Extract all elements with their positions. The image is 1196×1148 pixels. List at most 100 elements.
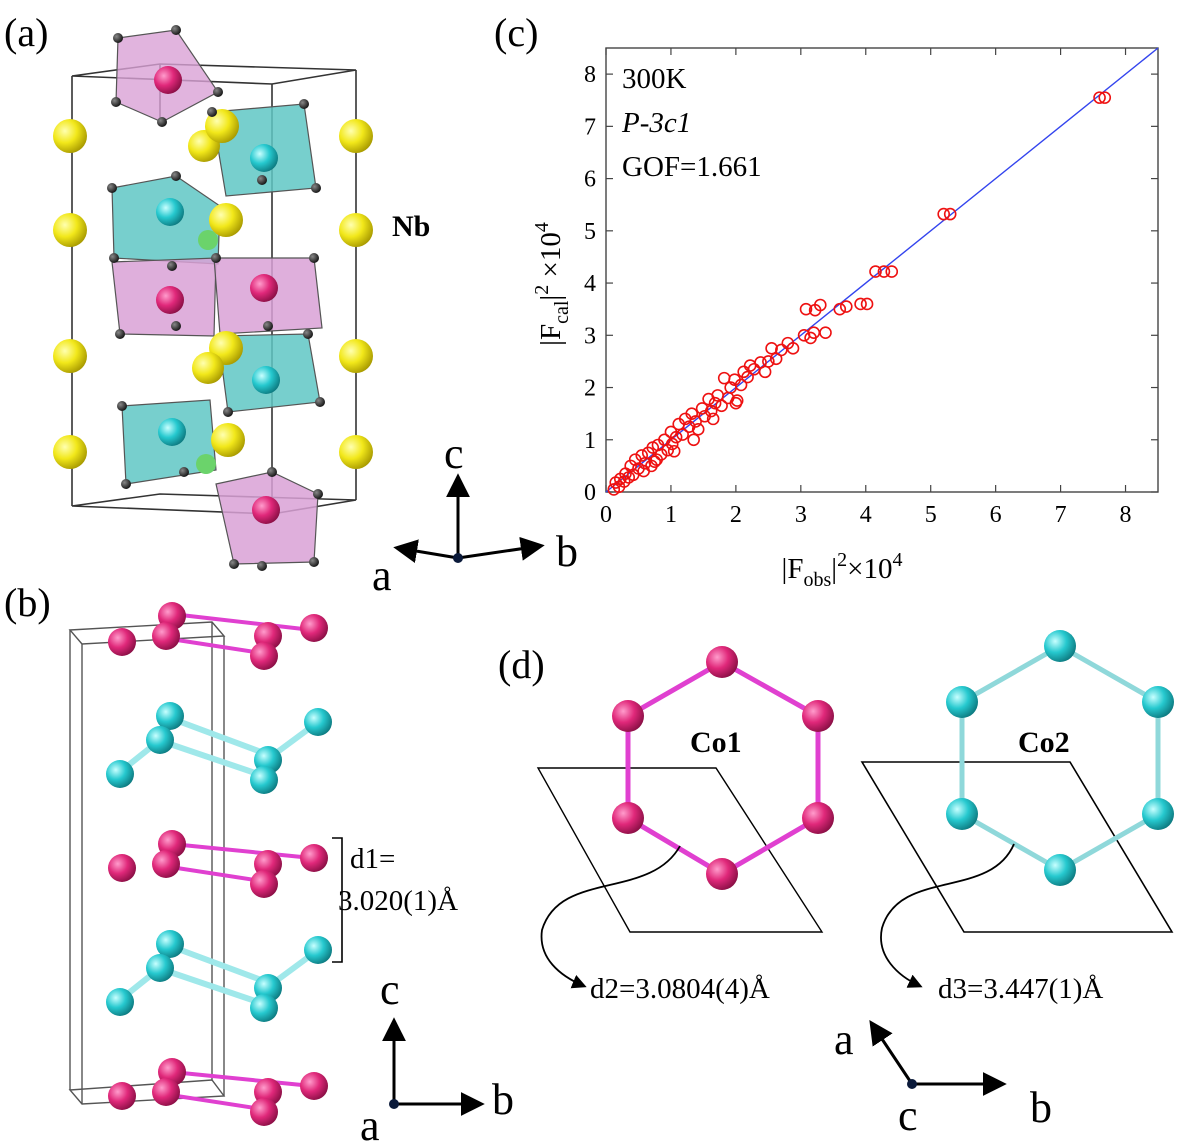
axis-triad-a	[393, 473, 545, 563]
data-point	[1093, 91, 1106, 104]
x-tick-label: 0	[600, 502, 612, 528]
data-point	[814, 298, 827, 312]
x-tick-label: 8	[1120, 502, 1132, 528]
data-point	[854, 297, 867, 311]
annotation-temperature: 300K	[622, 63, 687, 95]
x-axis-label-part: |	[831, 553, 837, 585]
y-axis-label: |Fcal|2 ×104	[531, 222, 573, 346]
d2-curved-arrow	[540, 845, 681, 989]
x-tick-label: 3	[795, 502, 807, 528]
data-point	[1098, 91, 1112, 104]
oxygen-atoms	[107, 25, 325, 571]
axis-a-label-d: a	[834, 1015, 854, 1064]
x-tick-label: 6	[990, 502, 1002, 528]
panel-label-d: (d)	[498, 642, 545, 687]
x-axis-label: |Fobs|2×104	[782, 549, 903, 591]
data-point	[839, 300, 853, 313]
data-point	[869, 265, 882, 278]
unit-cell-rhombus-co1	[536, 767, 824, 933]
co1-atoms-b	[108, 602, 328, 1126]
unit-cell-outline-b	[68, 621, 226, 1105]
co-atoms-a	[154, 66, 280, 524]
data-point	[648, 455, 662, 469]
axis-triad-d	[869, 1020, 1007, 1096]
data-point	[624, 459, 637, 473]
data-point	[689, 415, 702, 428]
axis-b-label-a: b	[556, 527, 578, 576]
y-tick-label: 0	[584, 480, 596, 506]
data-point	[885, 265, 899, 278]
data-point	[877, 265, 891, 278]
y-tick-label: 7	[584, 114, 596, 140]
data-point	[667, 444, 681, 458]
x-tick-label: 7	[1055, 502, 1067, 528]
d1-label: d1=	[350, 843, 395, 875]
axis-b-label-d: b	[1030, 1083, 1052, 1132]
axis-c-label-a: c	[444, 429, 464, 478]
axis-origin-b	[389, 1099, 399, 1109]
x-tick-label: 2	[730, 502, 742, 528]
co2-atoms-b	[106, 702, 332, 1022]
panel-label-a: (a)	[4, 10, 48, 55]
x-tick-label: 1	[665, 502, 677, 528]
data-point	[685, 407, 699, 420]
data-point	[661, 443, 674, 457]
annotation-gof: GOF=1.661	[622, 151, 762, 183]
x-tick-label: 4	[860, 502, 872, 528]
data-point	[665, 437, 679, 451]
co1-layer-b	[163, 612, 313, 1112]
panel-label-c: (c)	[494, 10, 538, 55]
data-point	[734, 378, 748, 392]
fit-line	[605, 47, 1159, 493]
data-point	[819, 326, 832, 339]
y-axis-label-part: 2	[531, 285, 553, 295]
panel-b: (b)	[4, 580, 514, 1148]
y-axis-label-part: 4	[531, 222, 553, 232]
axis-triad-b	[382, 1017, 485, 1116]
axis-a-label-b: a	[360, 1101, 380, 1148]
y-tick-label: 8	[584, 62, 596, 88]
data-point	[687, 433, 700, 447]
data-point	[741, 370, 754, 384]
data-point	[704, 404, 718, 418]
d3-curved-arrow	[880, 843, 1015, 988]
panel-a: (a)	[4, 10, 578, 600]
data-point	[715, 399, 728, 413]
y-tick-label: 2	[584, 376, 596, 402]
y-tick-label: 3	[584, 323, 596, 349]
x-axis-label-part: ×10	[847, 553, 892, 585]
axis-c-label-d: c	[898, 1091, 918, 1140]
nb-atoms	[53, 109, 373, 474]
data-point	[706, 412, 720, 426]
x-tick-label: 5	[925, 502, 937, 528]
data-point	[691, 423, 705, 436]
d1-bracket	[332, 837, 343, 963]
panel-label-b: (b)	[4, 580, 51, 625]
data-point	[758, 365, 772, 379]
y-axis-label-part: ×10	[535, 232, 567, 285]
data-point	[937, 207, 950, 221]
y-axis-label-part: |F	[535, 324, 567, 346]
x-axis-label-part: 2	[837, 549, 847, 571]
data-point	[708, 396, 722, 410]
co2-label: Co2	[1018, 726, 1070, 759]
y-axis-label-part: cal	[551, 300, 573, 324]
nb-label: Nb	[392, 210, 430, 243]
data-point	[860, 297, 874, 311]
y-tick-label: 6	[584, 167, 596, 193]
d3-label: d3=3.447(1)Å	[938, 973, 1103, 1005]
axis-origin-d	[907, 1079, 917, 1089]
axis-b-label-b: b	[492, 1075, 514, 1124]
x-axis-label-part: |F	[782, 553, 804, 585]
x-axis-label-part: obs	[803, 569, 831, 591]
panel-d: (d) Co1 Co2 d2=3.0804(4)Å d3=3.447(1)Å	[498, 630, 1174, 1140]
co1-label: Co1	[690, 726, 742, 759]
d2-label: d2=3.0804(4)Å	[590, 973, 770, 1005]
data-point	[729, 396, 743, 410]
data-point	[669, 430, 683, 444]
data-point	[775, 343, 788, 357]
co1-atoms-d	[612, 646, 834, 890]
